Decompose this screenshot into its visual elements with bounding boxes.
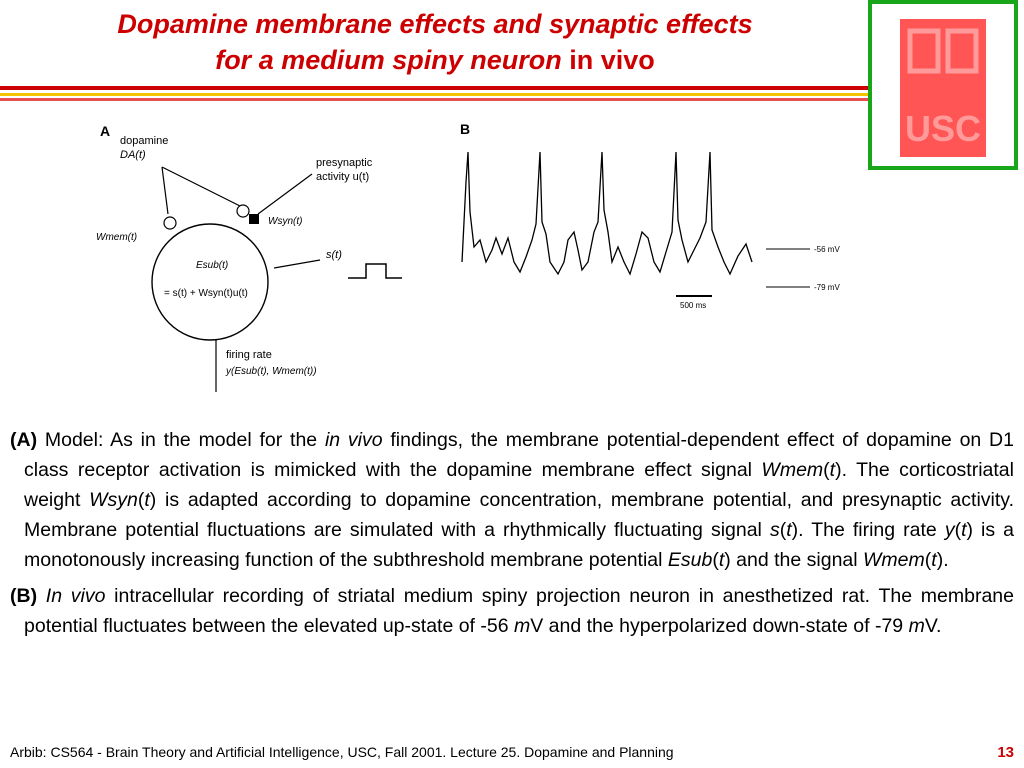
caption: (A) Model: As in the model for the in vi… — [10, 425, 1014, 647]
caption-italic: Wmem — [761, 459, 824, 481]
da-synapse — [236, 204, 250, 218]
caption-italic: in vivo — [324, 429, 383, 451]
caption-italic: t — [961, 519, 967, 541]
caption-b-label: (B) — [10, 585, 38, 607]
caption-italic: Esub — [667, 549, 713, 571]
label-down-state: -79 mV — [814, 283, 840, 292]
title-line-1: Dopamine membrane effects and synaptic e… — [117, 9, 753, 39]
caption-italic: y — [944, 519, 955, 541]
caption-italic: s — [769, 519, 780, 541]
title-line-2-plain: in vivo — [561, 45, 655, 75]
caption-text: ( — [137, 489, 145, 511]
presyn-line — [257, 173, 313, 215]
label-firing-rate: firing rate — [226, 349, 272, 361]
caption-italic: t — [829, 459, 836, 481]
logo-text: USC — [905, 108, 981, 149]
title-rule-red — [0, 86, 868, 90]
caption-italic: In vivo — [45, 585, 106, 607]
caption-text: V and the hyperpolarized down-state of -… — [530, 615, 909, 637]
slide-title: Dopamine membrane effects and synaptic e… — [0, 6, 870, 78]
label-wsyn: Wsyn(t) — [268, 216, 302, 227]
wmem-synapse — [163, 216, 177, 230]
caption-text: ( — [779, 519, 787, 541]
caption-text: V. — [924, 615, 942, 637]
caption-italic: m — [908, 615, 925, 637]
wsyn-synapse — [249, 214, 259, 224]
caption-text: ) and the signal — [724, 549, 864, 571]
caption-text: ( — [924, 549, 932, 571]
panel-a-label: A — [100, 123, 110, 139]
caption-text: ). The corticostriatal weight — [24, 459, 1014, 511]
label-dopamine: dopamine — [120, 135, 168, 147]
title-line-2-italic: for a medium spiny neuron — [215, 45, 562, 75]
page-number: 13 — [997, 744, 1014, 761]
panel-b-label: B — [460, 121, 470, 137]
title-rule-yellow — [0, 93, 868, 96]
caption-italic: t — [718, 549, 725, 571]
caption-italic: t — [144, 489, 150, 511]
footer-text: Arbib: CS564 - Brain Theory and Artifici… — [10, 744, 674, 760]
label-y: y(Esub(t), Wmem(t)) — [225, 366, 317, 377]
title-rule-red-2 — [0, 98, 868, 101]
caption-text: ) is a monotonously increasing function … — [24, 519, 1014, 571]
da-line-left — [161, 166, 169, 215]
label-equation: = s(t) + Wsyn(t)u(t) — [164, 288, 248, 299]
caption-italic: Wsyn — [89, 489, 138, 511]
caption-text: ( — [823, 459, 830, 481]
label-wmem: Wmem(t) — [96, 232, 137, 243]
label-scale: 500 ms — [680, 301, 706, 310]
st-input-line — [273, 259, 321, 269]
usc-logo-frame: USC — [868, 0, 1018, 170]
caption-text: Model: As in the model for the — [37, 429, 325, 451]
caption-text: ). — [936, 549, 949, 571]
caption-b: (B) In vivo intracellular recording of s… — [10, 581, 1014, 641]
label-activity: activity u(t) — [316, 171, 369, 183]
caption-text: findings, the membrane potential-depende… — [24, 429, 1014, 481]
membrane-trace — [461, 151, 753, 276]
caption-text — [37, 585, 46, 607]
neuron-body — [151, 223, 269, 341]
label-esub: Esub(t) — [196, 260, 228, 271]
caption-italic: t — [786, 519, 792, 541]
square-wave-icon — [348, 263, 402, 279]
caption-a-label: (A) — [10, 429, 38, 451]
label-st: s(t) — [326, 249, 342, 261]
caption-text: intracellular recording of striatal medi… — [24, 585, 1014, 637]
label-da: DA(t) — [120, 149, 146, 161]
caption-text: ) is adapted according to dopamine conce… — [24, 489, 1014, 541]
caption-a: (A) Model: As in the model for the in vi… — [10, 425, 1014, 575]
label-up-state: -56 mV — [814, 245, 840, 254]
caption-text: ( — [954, 519, 962, 541]
caption-italic: Wmem — [863, 549, 925, 571]
caption-text: ). The firing rate — [791, 519, 945, 541]
figure: A dopamine DA(t) presynaptic activity u(… — [90, 112, 850, 407]
usc-logo: USC — [900, 19, 986, 157]
caption-italic: t — [931, 549, 937, 571]
caption-italic: m — [514, 615, 531, 637]
da-line-right — [161, 166, 249, 211]
caption-text: ( — [712, 549, 719, 571]
label-presynaptic: presynaptic — [316, 157, 373, 169]
